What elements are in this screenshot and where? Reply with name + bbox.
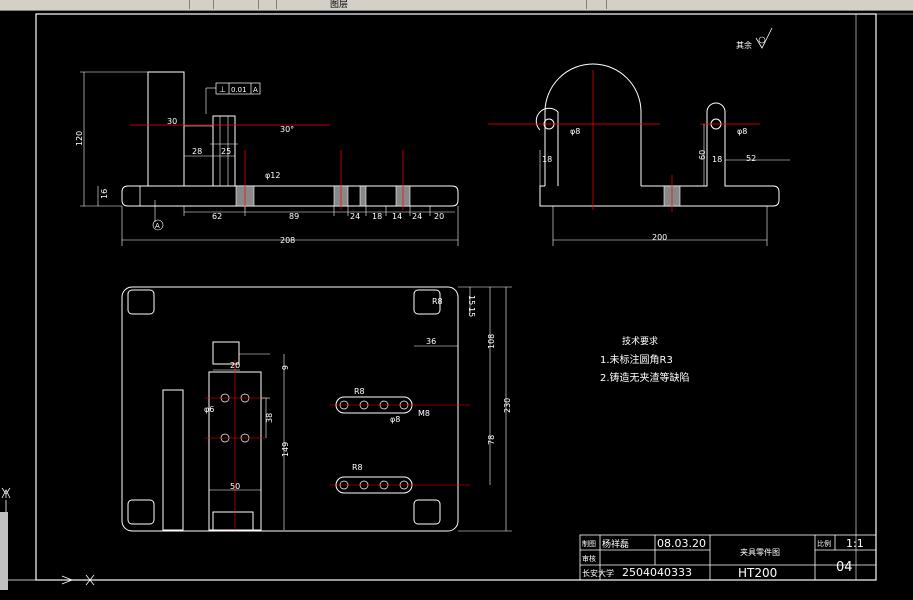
- tolerance-frame: ⊥ 0.01 A: [205, 82, 261, 114]
- layer-label: 图层: [330, 0, 349, 10]
- dim-label: 62: [212, 212, 222, 221]
- tb-part-name: 夹具零件图: [740, 547, 780, 557]
- dim-label: 28: [192, 147, 202, 156]
- tb-scale: 1:1: [846, 537, 864, 550]
- dim-label: φ12: [265, 171, 280, 180]
- toolbar-button[interactable]: [572, 0, 587, 9]
- dim-label: R8: [352, 463, 363, 472]
- dim-label: 50: [230, 482, 240, 491]
- roughness-note: 其余: [736, 40, 752, 50]
- dim-label: 15: [467, 307, 476, 317]
- tolerance-value: 0.01: [231, 86, 247, 94]
- dim-label: 149: [281, 442, 290, 457]
- dim-label: φ8: [570, 127, 580, 136]
- side-dim-labels: φ8 φ8 18 60 18 52 200: [542, 127, 756, 242]
- dim-label: M8: [418, 409, 430, 418]
- dim-label: 30°: [280, 125, 294, 134]
- dim-label: R8: [354, 387, 365, 396]
- dim-label: φ8: [390, 415, 400, 424]
- dim-label: 78: [487, 435, 496, 445]
- dim-label: 208: [280, 236, 295, 245]
- dim-label: 16: [100, 189, 109, 199]
- dim-label: 60: [698, 150, 707, 160]
- dim-label: R8: [432, 297, 443, 306]
- toolbar-button[interactable]: [592, 0, 607, 9]
- drawing-border: [35, 13, 877, 581]
- toolbar-button[interactable]: [175, 0, 190, 9]
- dim-label: 108: [487, 334, 496, 349]
- dim-label: 200: [652, 233, 667, 242]
- dim-label: 38: [265, 413, 274, 423]
- dim-label: 25: [221, 147, 231, 156]
- dim-label: 20: [230, 361, 240, 370]
- title-block-text: 制图 杨祥磊 08.03.20 审核 长安大学 2504040333 夹具零件图…: [582, 537, 864, 580]
- tb-sheet-no: 04: [836, 560, 853, 575]
- dim-label: 30: [167, 117, 177, 126]
- dim-label: 89: [289, 212, 299, 221]
- toolbar-button[interactable]: [199, 0, 214, 9]
- front-dimensions: [80, 71, 459, 246]
- roughness-symbol: 其余: [736, 27, 773, 50]
- side-view: [488, 63, 780, 212]
- dim-label: 36: [426, 337, 436, 346]
- front-dim-labels: 120 30 28 25 62 89 24 18 14 24 20 208 16…: [75, 117, 444, 245]
- drawing-canvas[interactable]: ⊥ 0.01 A 120 30 28 25 62 89 24 18 14 24 …: [0, 10, 913, 600]
- dim-label: 120: [75, 131, 84, 146]
- dim-label: 52: [746, 154, 756, 163]
- layer-icon[interactable]: [244, 0, 259, 9]
- tb-material: HT200: [738, 566, 777, 580]
- tb-label: 比例: [817, 539, 831, 548]
- dim-label: 20: [434, 212, 444, 221]
- dim-label: 18: [542, 155, 552, 164]
- tb-student-id: 2504040333: [622, 566, 692, 579]
- tech-req-item: 1.未标注圆角R3: [600, 353, 673, 366]
- technical-requirements: 技术要求 1.未标注圆角R3 2.铸造无夹渣等缺陷: [600, 335, 690, 384]
- dim-label: 6: [280, 365, 289, 370]
- dim-label: φ6: [204, 405, 214, 414]
- dim-label: 24: [350, 212, 360, 221]
- tb-label: 制图: [582, 539, 596, 548]
- tolerance-datum: A: [253, 86, 258, 94]
- toolbar: 图层: [0, 0, 913, 11]
- top-view: [121, 286, 470, 532]
- tb-date: 08.03.20: [657, 537, 706, 550]
- dim-label: 18: [372, 212, 382, 221]
- dim-label: 18: [712, 155, 722, 164]
- tech-req-title: 技术要求: [622, 335, 658, 347]
- dim-label: 230: [503, 398, 512, 413]
- dim-label: 14: [392, 212, 402, 221]
- tb-label: 审核: [582, 554, 596, 563]
- front-view: [121, 71, 459, 210]
- tb-school: 长安大学: [582, 568, 614, 578]
- datum-label: A: [155, 222, 160, 230]
- tolerance-symbol: ⊥: [219, 85, 226, 94]
- title-block: [579, 534, 877, 581]
- side-scrollbar[interactable]: [0, 512, 8, 590]
- tech-req-item: 2.铸造无夹渣等缺陷: [600, 371, 690, 384]
- tb-drafter: 杨祥磊: [602, 538, 629, 550]
- side-dimensions: [539, 124, 790, 246]
- dim-label: 24: [412, 212, 422, 221]
- dim-label: φ8: [737, 127, 747, 136]
- top-dim-labels: R8 15 15 36 108 230 78 20 6 φ6 38 149 50…: [204, 295, 512, 491]
- top-dimensions: [209, 286, 512, 532]
- dim-label: 15: [467, 295, 476, 305]
- layer-icon[interactable]: [262, 0, 277, 9]
- ucs-icon: [1, 487, 95, 586]
